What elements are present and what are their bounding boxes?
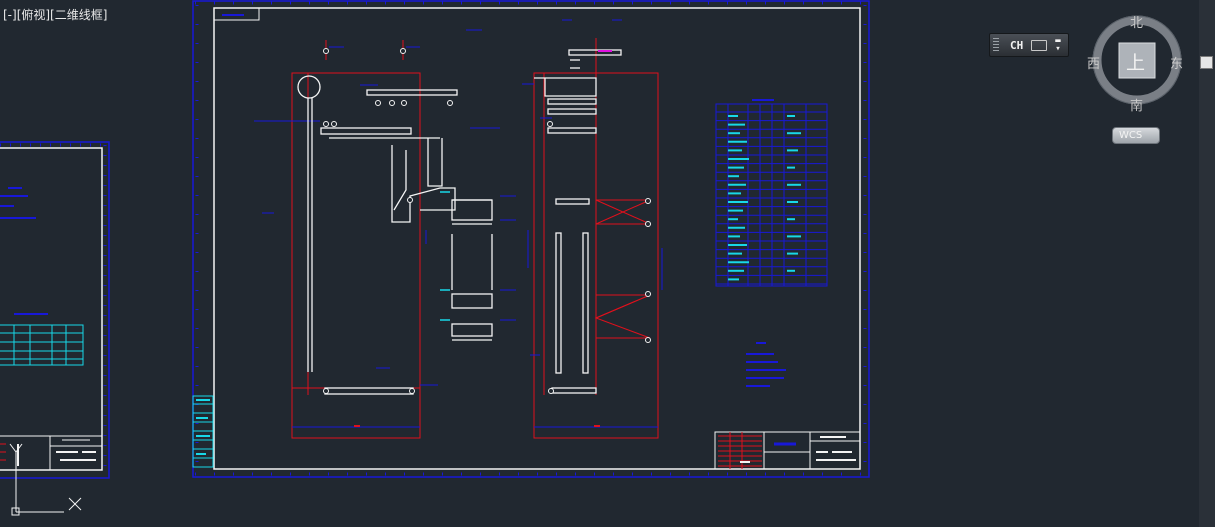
side-view — [522, 19, 663, 439]
ucs-icon — [9, 443, 82, 516]
viewcube-east[interactable]: 东 — [1170, 57, 1184, 72]
viewport-controls-label[interactable]: [-][俯视][二维线框] — [3, 8, 108, 22]
viewcube-ring[interactable] — [1092, 15, 1182, 105]
viewcube-top-face[interactable]: 上 — [1126, 52, 1146, 74]
left-sheet — [0, 141, 110, 479]
main-sheet — [192, 0, 870, 478]
right-panel-edge — [1199, 0, 1215, 527]
viewcube-west[interactable]: 西 — [1087, 57, 1101, 72]
grip-handle-icon[interactable] — [993, 38, 999, 52]
viewcube-south[interactable]: 南 — [1130, 99, 1144, 114]
wcs-menu-button[interactable]: WCS — [1112, 127, 1160, 144]
parts-table — [715, 99, 828, 287]
front-view — [254, 29, 529, 439]
title-block — [714, 431, 861, 470]
ime-language-bar[interactable]: CH ▬▾ — [989, 33, 1069, 57]
ime-options-icon[interactable]: ▬▾ — [1055, 36, 1061, 54]
ime-language-label[interactable]: CH — [1010, 38, 1024, 52]
scroll-handle[interactable] — [1200, 56, 1213, 69]
keyboard-icon[interactable] — [1031, 39, 1048, 51]
viewcube-north[interactable]: 北 — [1130, 16, 1144, 31]
technical-notes — [746, 342, 786, 387]
viewcube[interactable]: 北 南 东 西 上 — [1087, 12, 1184, 114]
